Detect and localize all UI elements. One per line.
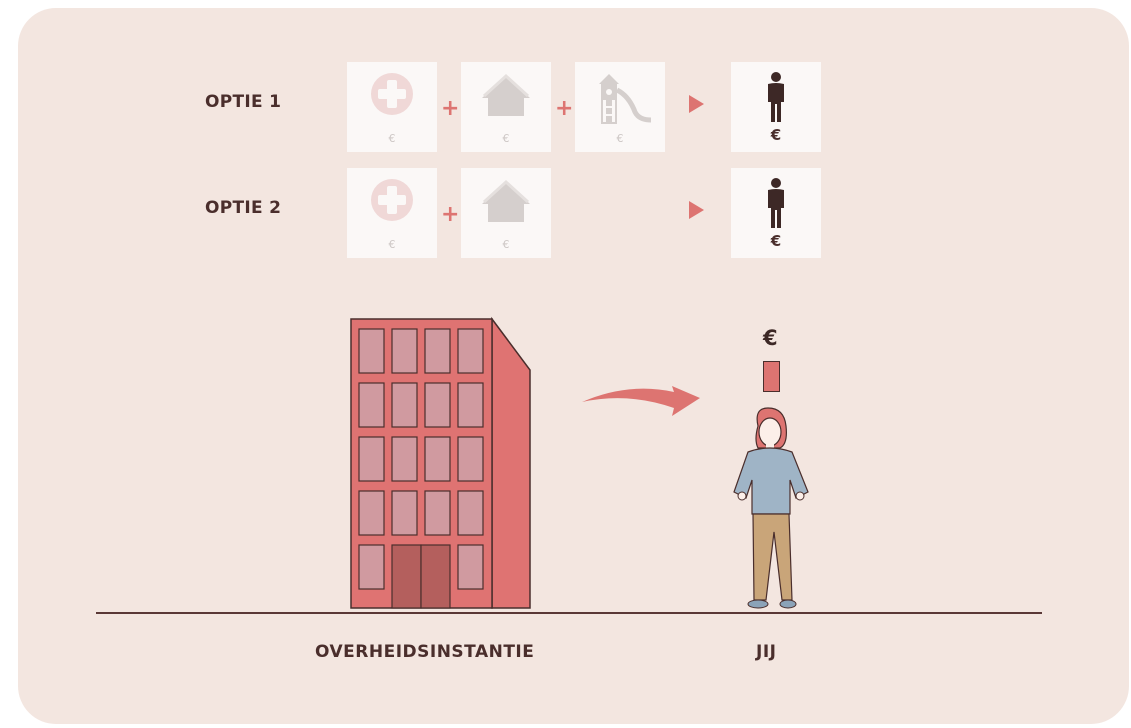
medical-cross-icon: [370, 72, 414, 116]
cost-symbol: €: [731, 126, 821, 144]
option-1-housing-card: €: [461, 62, 551, 152]
government-building-icon: [340, 312, 540, 614]
woman-figure-icon: [728, 404, 818, 612]
cost-symbol: €: [731, 232, 821, 250]
arrow-right-icon: [689, 95, 704, 113]
option-1-healthcare-card: €: [347, 62, 437, 152]
money-bar: [763, 361, 780, 392]
person-icon: [766, 72, 786, 122]
cost-symbol: €: [461, 238, 551, 251]
arrow-right-icon: [689, 201, 704, 219]
medical-cross-icon: [370, 178, 414, 222]
person-icon: [766, 178, 786, 228]
cost-symbol: €: [461, 132, 551, 145]
option-1-label: OPTIE 1: [205, 92, 281, 112]
curved-arrow-icon: [578, 378, 703, 423]
option-1-person-card: €: [731, 62, 821, 152]
option-2-housing-card: €: [461, 168, 551, 258]
euro-symbol: €: [763, 326, 778, 350]
cost-symbol: €: [347, 238, 437, 251]
option-1-playground-card: €: [575, 62, 665, 152]
ground-line: [96, 612, 1042, 614]
house-icon: [480, 178, 532, 222]
you-label: JIJ: [756, 642, 776, 662]
government-label: OVERHEIDSINSTANTIE: [315, 642, 534, 662]
playground-slide-icon: [587, 72, 653, 124]
plus-sign: +: [441, 204, 459, 226]
cost-symbol: €: [347, 132, 437, 145]
diagram-panel: [18, 8, 1129, 724]
option-2-label: OPTIE 2: [205, 198, 281, 218]
option-2-person-card: €: [731, 168, 821, 258]
cost-symbol: €: [575, 132, 665, 145]
house-icon: [480, 72, 532, 116]
option-2-healthcare-card: €: [347, 168, 437, 258]
plus-sign: +: [441, 98, 459, 120]
plus-sign: +: [555, 98, 573, 120]
